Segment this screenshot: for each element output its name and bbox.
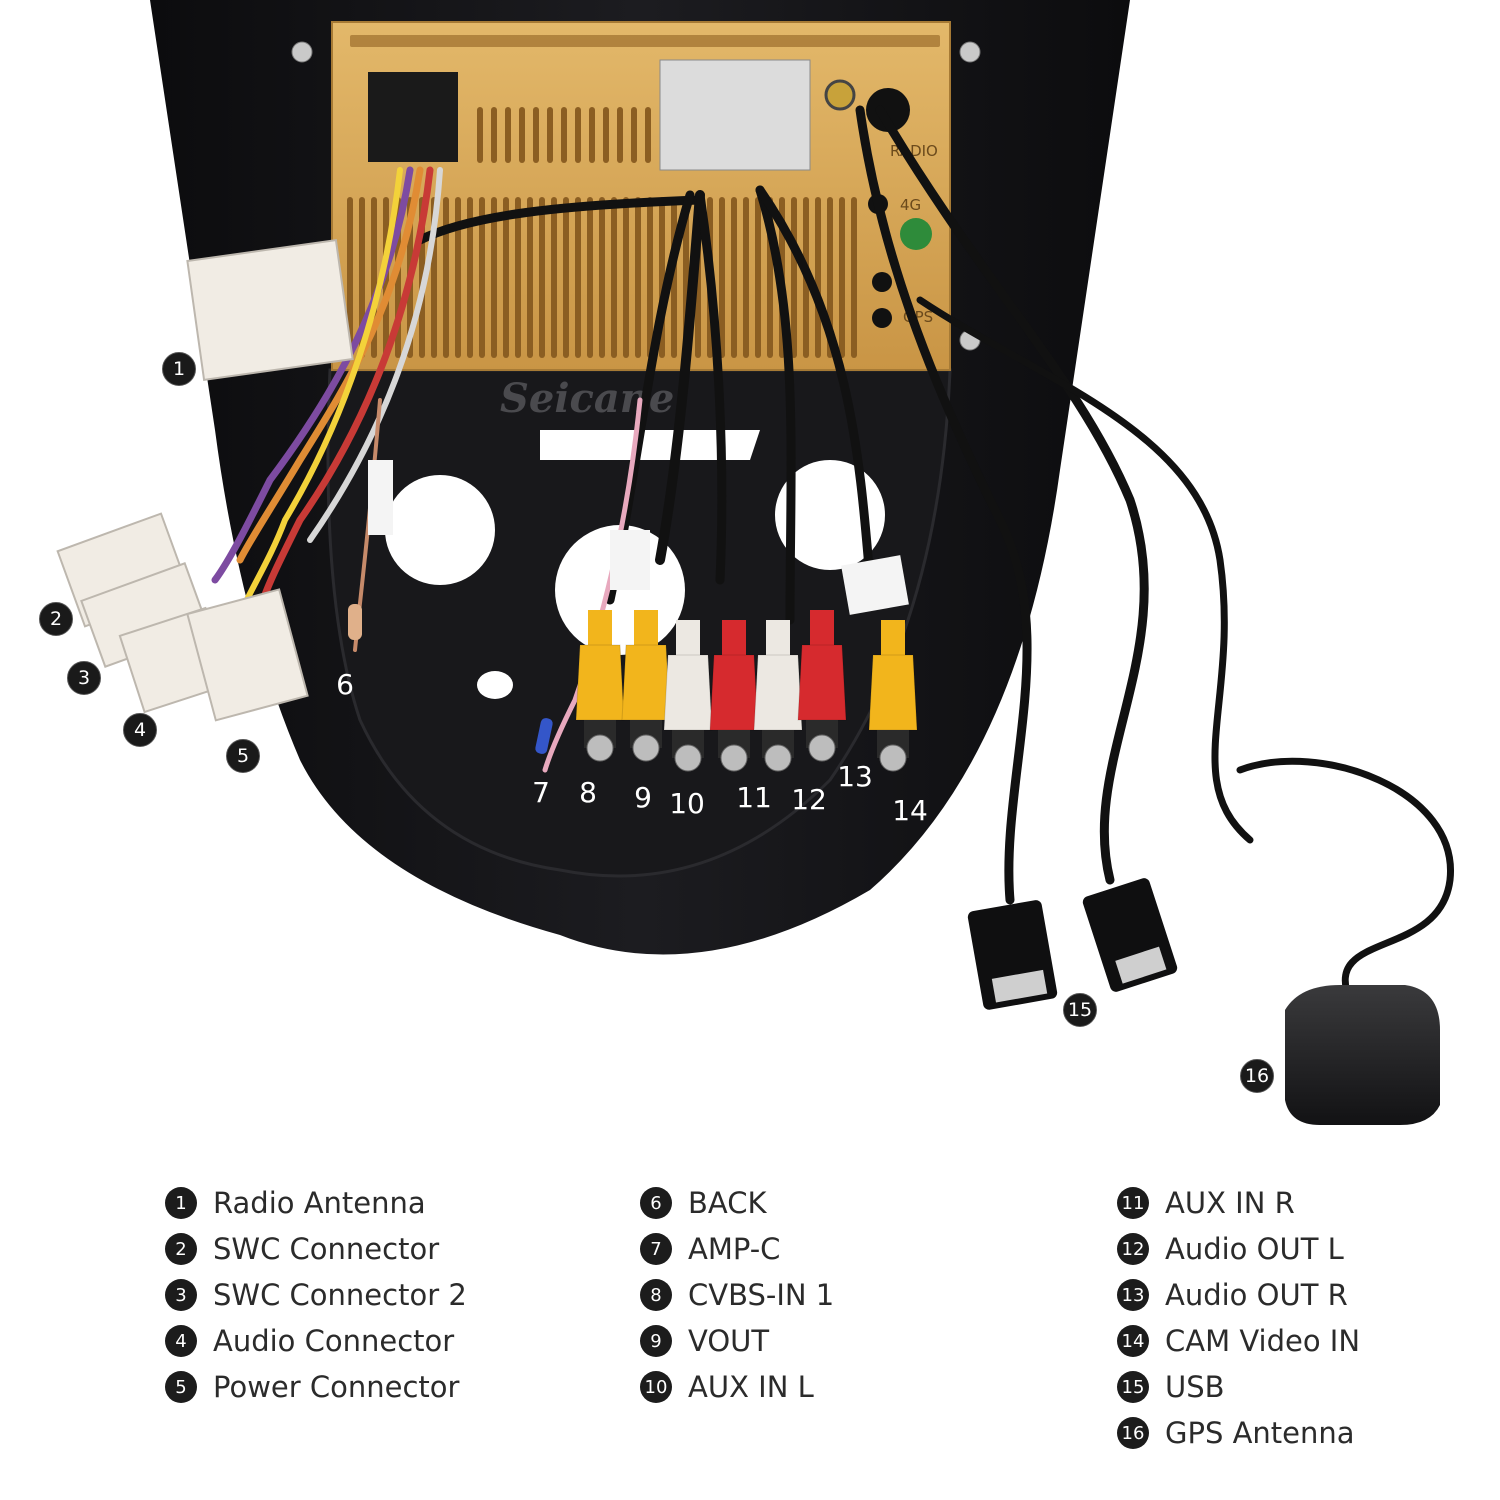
rca-plug-vout: [621, 610, 671, 762]
legend-label: AMP-C: [688, 1232, 781, 1266]
legend-number-badge: 10: [640, 1371, 672, 1403]
legend-number-badge: 15: [1117, 1371, 1149, 1403]
callout-11: 11: [736, 780, 772, 814]
radio-antenna-port: [824, 79, 856, 111]
legend-item: 11 AUX IN R: [1117, 1180, 1360, 1226]
legend-column-3: 11 AUX IN R 12 Audio OUT L 13 Audio OUT R 14 CA…: [1117, 1180, 1360, 1456]
legend-item: 16 GPS Antenna: [1117, 1410, 1360, 1456]
frame-hole: [385, 475, 495, 585]
callout-12: 12: [791, 782, 827, 816]
callout-7: 7: [532, 775, 550, 809]
legend-number-badge: 3: [165, 1279, 197, 1311]
legend-label: CVBS-IN 1: [688, 1278, 835, 1312]
legend-number-badge: 14: [1117, 1325, 1149, 1357]
power-connector: [186, 588, 309, 722]
chassis-vents: [350, 35, 940, 47]
legend-number-badge: 16: [1117, 1417, 1149, 1449]
legend-column-2: 6 BACK 7 AMP-C 8 CVBS-IN 1 9 VOUT 10 AUX IN L: [640, 1180, 834, 1410]
cable-tag: [610, 530, 650, 590]
legend-label: Power Connector: [213, 1370, 460, 1404]
legend-label: VOUT: [688, 1324, 770, 1358]
legend-number-badge: 12: [1117, 1233, 1149, 1265]
legend-label: SWC Connector 2: [213, 1278, 467, 1312]
legend-label: Radio Antenna: [213, 1186, 426, 1220]
callout-2: 2: [39, 602, 73, 636]
frame-slot: [540, 430, 760, 460]
legend-item: 1 Radio Antenna: [165, 1180, 467, 1226]
legend-item: 12 Audio OUT L: [1117, 1226, 1360, 1272]
legend-number-badge: 13: [1117, 1279, 1149, 1311]
rca-plug-audio-out-l: [753, 620, 803, 772]
rca-plug-cvbs-in-1: [575, 610, 625, 762]
legend-number-badge: 5: [165, 1371, 197, 1403]
legend-label: Audio OUT R: [1165, 1278, 1348, 1312]
callout-14: 14: [892, 793, 928, 827]
legend-item: 2 SWC Connector: [165, 1226, 467, 1272]
radio-antenna-connector: [186, 239, 354, 381]
callout-4: 4: [123, 713, 157, 747]
cable-tag: [841, 555, 909, 615]
qc-sticker: [900, 218, 932, 250]
callout-9: 9: [634, 780, 652, 814]
legend-label: SWC Connector: [213, 1232, 440, 1266]
legend-column-1: 1 Radio Antenna 2 SWC Connector 3 SWC Connect…: [165, 1180, 467, 1410]
legend-item: 13 Audio OUT R: [1117, 1272, 1360, 1318]
legend-label: Audio Connector: [213, 1324, 455, 1358]
callout-13: 13: [837, 759, 873, 793]
legend-number-badge: 6: [640, 1187, 672, 1219]
rca-plug-audio-out-r: [797, 610, 847, 762]
legend-item: 4 Audio Connector: [165, 1318, 467, 1364]
legend-number-badge: 2: [165, 1233, 197, 1265]
cable-tag: [368, 460, 393, 535]
legend-number-badge: 11: [1117, 1187, 1149, 1219]
legend-number-badge: 4: [165, 1325, 197, 1357]
back-wire-sensor: [348, 604, 362, 640]
legend-label: GPS Antenna: [1165, 1416, 1355, 1450]
panel-label-4g: 4G: [900, 196, 921, 214]
rca-plug-aux-in-l: [663, 620, 713, 772]
legend-item: 7 AMP-C: [640, 1226, 834, 1272]
callout-1: 1: [162, 352, 196, 386]
callout-10: 10: [669, 786, 705, 820]
multi-pin-port: [659, 59, 811, 171]
callout-15: 15: [1063, 993, 1097, 1027]
gps-antenna-puck: [1285, 985, 1440, 1125]
legend-label: Audio OUT L: [1165, 1232, 1344, 1266]
screw: [959, 41, 981, 63]
product-photo: RADIO 4G GPS Seicane: [56, 0, 1454, 1125]
legend-label: AUX IN L: [688, 1370, 814, 1404]
usb-connectors: [967, 878, 1178, 1010]
legend-number-badge: 1: [165, 1187, 197, 1219]
legend-label: AUX IN R: [1165, 1186, 1295, 1220]
legend-item: 5 Power Connector: [165, 1364, 467, 1410]
legend-number-badge: 8: [640, 1279, 672, 1311]
legend-item: 14 CAM Video IN: [1117, 1318, 1360, 1364]
callout-8: 8: [579, 775, 597, 809]
legend-number-badge: 7: [640, 1233, 672, 1265]
legend-item: 6 BACK: [640, 1180, 834, 1226]
callout-6: 6: [336, 667, 354, 701]
white-connectors: [56, 239, 354, 722]
rca-plug-cam-video-in: [868, 620, 918, 772]
frame-hole: [477, 671, 513, 699]
callout-5: 5: [226, 739, 260, 773]
screw: [291, 41, 313, 63]
rca-plugs: [575, 610, 918, 772]
legend-item: 10 AUX IN L: [640, 1364, 834, 1410]
legend-item: 3 SWC Connector 2: [165, 1272, 467, 1318]
amp-c-wire-tip: [535, 718, 553, 754]
legend-label: USB: [1165, 1370, 1225, 1404]
legend-label: CAM Video IN: [1165, 1324, 1361, 1358]
legend-item: 8 CVBS-IN 1: [640, 1272, 834, 1318]
callout-16: 16: [1240, 1059, 1274, 1093]
legend-item: 15 USB: [1117, 1364, 1360, 1410]
rca-plug-aux-in-r: [709, 620, 759, 772]
legend-item: 9 VOUT: [640, 1318, 834, 1364]
legend-label: BACK: [688, 1186, 767, 1220]
legend-number-badge: 9: [640, 1325, 672, 1357]
gps-port: [866, 88, 910, 132]
iso-connector-port: [368, 72, 458, 162]
callout-3: 3: [67, 661, 101, 695]
